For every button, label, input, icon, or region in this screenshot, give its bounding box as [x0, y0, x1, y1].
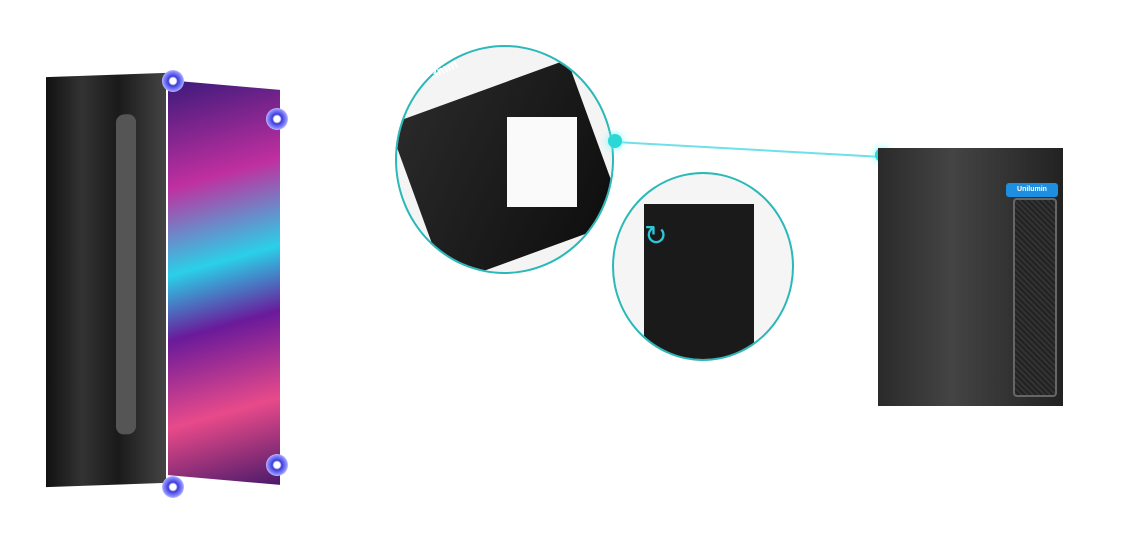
led-cabinet-rear-detail: Unilumin [878, 148, 1063, 406]
connector-dot [608, 134, 622, 148]
led-cabinet-rear [46, 72, 166, 488]
led-screen-panel [168, 80, 280, 485]
locating-pin-icon [266, 108, 288, 130]
brand-logo: Unilumin [1006, 183, 1058, 197]
callout-connector-line [614, 141, 885, 159]
locating-pin-icon [162, 476, 184, 498]
detail-callout-gap [395, 45, 614, 274]
detail-callout-lock: ↻ [612, 172, 794, 361]
rotate-arrow-icon: ↻ [644, 220, 668, 251]
cabinet-rail [116, 113, 136, 435]
locating-pin-icon [266, 454, 288, 476]
cabinet-handle [1013, 198, 1057, 397]
locating-pin-icon [162, 70, 184, 92]
